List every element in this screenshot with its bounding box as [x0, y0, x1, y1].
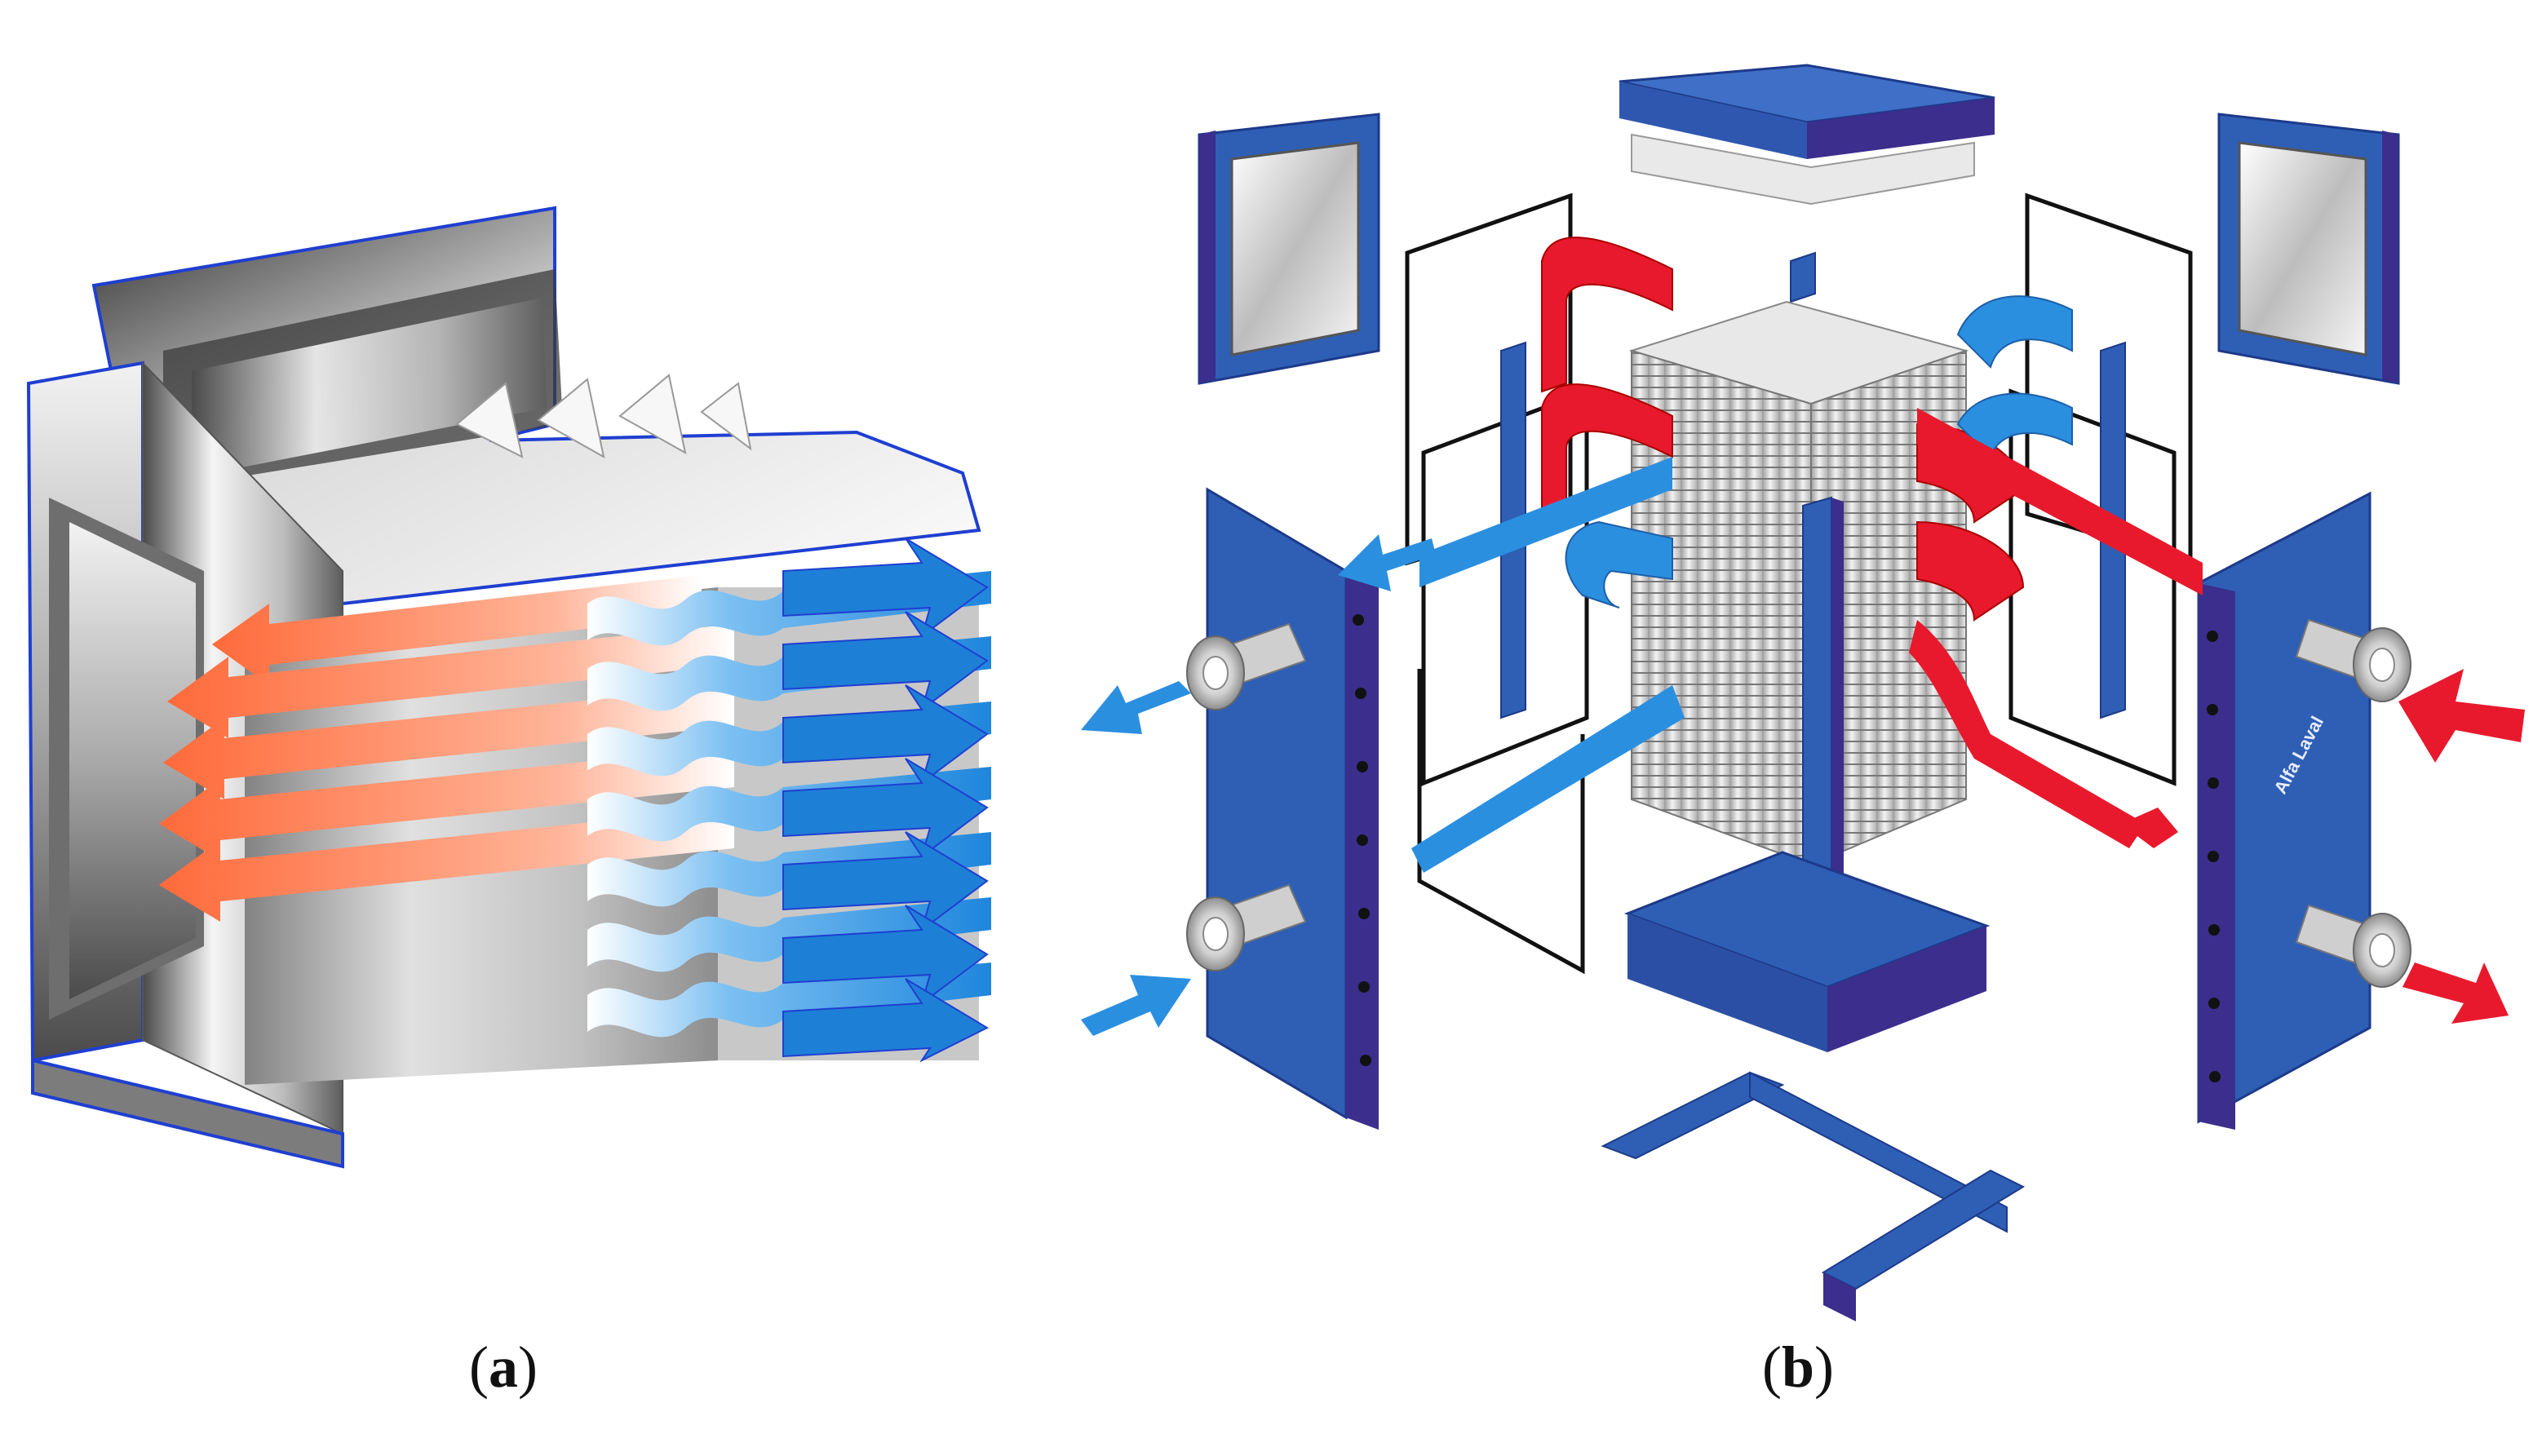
- port-nozzle: [1186, 622, 1307, 710]
- port-nozzle: [2295, 618, 2411, 702]
- caption-panel-a: (a): [469, 1334, 538, 1400]
- arrow-hot-icon: [163, 685, 734, 799]
- front-flange: [26, 361, 344, 1169]
- support-stand: [1601, 1071, 2026, 1321]
- bottom-base-plate: [1623, 851, 1991, 1052]
- arrow-hot-icon: [159, 746, 734, 861]
- hot-flow-arrows: [159, 575, 734, 922]
- arrow-hot-icon: [2121, 808, 2178, 848]
- arrow-cold-icon: [1081, 681, 1191, 734]
- arrow-cold-icon: [782, 758, 989, 859]
- arrow-cold-icon: [782, 978, 990, 1063]
- arrow-cold-icon: [782, 538, 989, 639]
- left-pressure-plate: [1186, 487, 1379, 1130]
- plate-pack: [1628, 300, 1969, 866]
- panel-a-crossflow-exchanger: [26, 206, 991, 1169]
- port-nozzle: [2295, 904, 2411, 988]
- top-left-end-frame: [1198, 113, 1380, 385]
- arrow-hot-icon: [212, 575, 702, 685]
- hot-flow-streams: [1909, 408, 2525, 1024]
- arrow-hot-icon: [159, 808, 734, 922]
- right-pressure-plate: Alfa Laval: [2197, 491, 2411, 1130]
- cold-flow-streams: [1081, 457, 1685, 1036]
- top-right-end-frame: [2217, 113, 2400, 385]
- arrow-cold-icon: [782, 905, 989, 1006]
- arrow-cold-icon: [1338, 534, 1436, 591]
- arrow-cold-icon: [782, 684, 989, 786]
- cold-port-channels: [1565, 295, 2073, 609]
- panel-b-exploded-plate-exchanger: Alfa Laval: [1081, 64, 2525, 1321]
- cold-exit-arrows: [782, 538, 990, 1063]
- arrow-hot-icon: [167, 624, 734, 738]
- arrow-hot-icon: [2398, 669, 2525, 763]
- top-cover-plate: [1619, 64, 1995, 206]
- port-nozzle: [1186, 883, 1307, 971]
- caption-panel-b: (b): [1762, 1334, 1835, 1400]
- duct-housing: [91, 206, 981, 631]
- arrow-cold-icon: [782, 611, 989, 712]
- arrow-cold-icon: [1081, 975, 1191, 1036]
- arrow-cold-icon: [782, 831, 989, 932]
- arrow-hot-icon: [2402, 963, 2509, 1024]
